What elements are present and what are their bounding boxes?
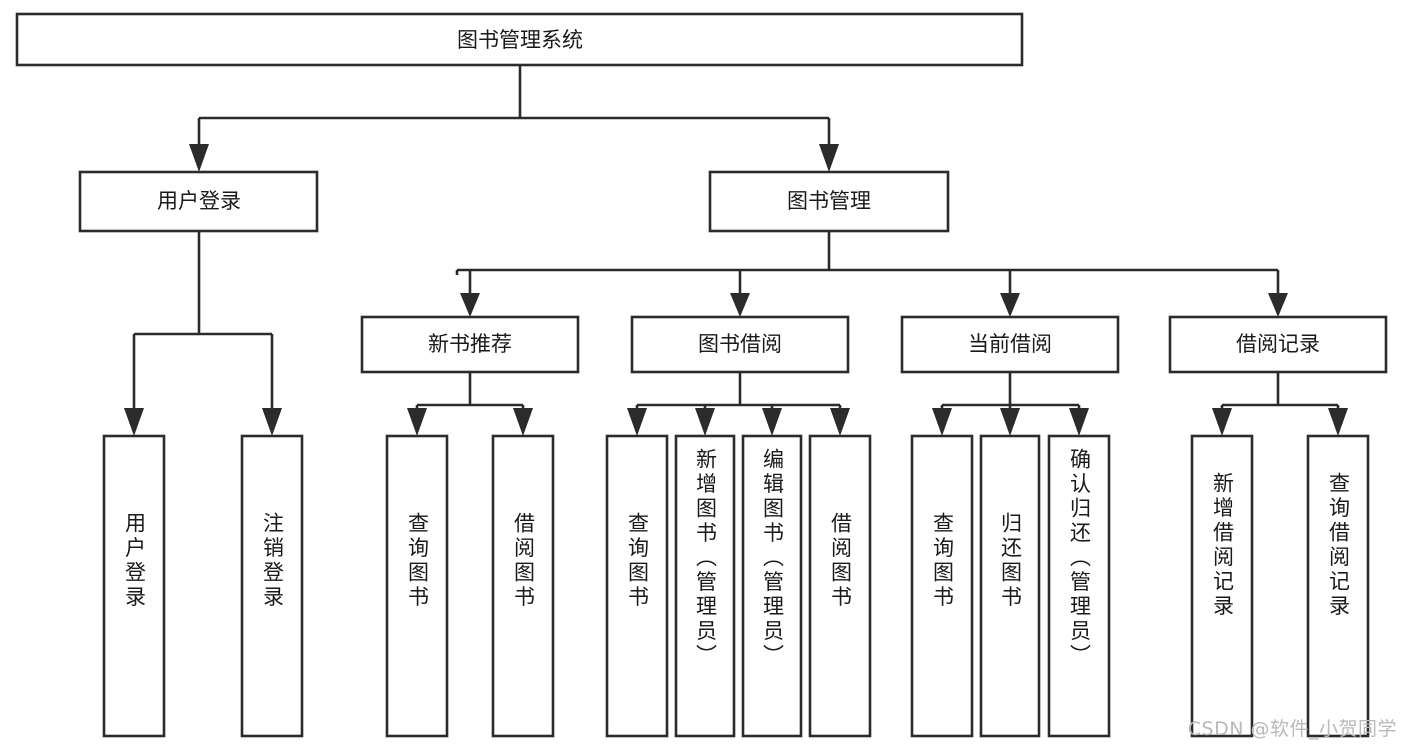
arrow-head-leaf-query-book-2 — [627, 408, 647, 436]
node-root-box[interactable] — [15, 12, 1024, 67]
node-leaf-add-book-box[interactable] — [674, 434, 736, 738]
watermark: CSDN @软件_小贺同学 — [1187, 718, 1397, 740]
node-book-borrow-box[interactable] — [630, 315, 850, 374]
node-borrow-record-box[interactable] — [1168, 315, 1388, 374]
node-leaf-query-book-3-box[interactable] — [910, 434, 974, 738]
node-book-borrow[interactable]: 图书借阅 — [630, 315, 850, 374]
node-user-login[interactable]: 用户登录 — [78, 170, 319, 233]
arrow-head-leaf-query-record — [1328, 408, 1348, 436]
node-leaf-query-record-box[interactable] — [1306, 434, 1370, 738]
connector-group-book-borrow — [627, 372, 850, 436]
arrow-head-leaf-add-record — [1212, 408, 1232, 436]
node-new-book-recommend[interactable]: 新书推荐 — [360, 315, 580, 374]
node-leaf-query-book-1-box[interactable] — [385, 434, 449, 738]
connector-group-new-book-recommend — [407, 372, 533, 436]
node-leaf-user-login-box[interactable] — [102, 434, 166, 738]
arrow-head-leaf-borrow-book-2 — [830, 408, 850, 436]
connector-group-current-borrow — [932, 372, 1089, 436]
node-leaf-query-book-2-box[interactable] — [605, 434, 669, 738]
node-user-login-label: 用户登录 — [157, 189, 241, 213]
node-borrow-record[interactable]: 借阅记录 — [1168, 315, 1388, 374]
node-root-label: 图书管理系统 — [457, 28, 583, 52]
arrow-head-current-borrow — [1000, 293, 1020, 317]
arrow-head-book-management — [819, 144, 839, 172]
node-leaf-borrow-book-2-box[interactable] — [808, 434, 872, 738]
node-leaf-edit-book-box[interactable] — [741, 434, 803, 738]
node-leaf-confirm-return-box[interactable] — [1047, 434, 1111, 738]
arrow-head-leaf-confirm-return — [1069, 408, 1089, 436]
connector-group-user-login — [124, 231, 282, 436]
arrow-head-book-borrow — [730, 293, 750, 317]
node-current-borrow-box[interactable] — [900, 315, 1120, 374]
arrow-head-leaf-add-book — [695, 408, 715, 436]
arrow-head-borrow-record — [1268, 293, 1288, 317]
node-book-management[interactable]: 图书管理 — [708, 170, 950, 233]
arrow-head-new-book-recommend — [460, 293, 480, 317]
node-book-borrow-label: 图书借阅 — [698, 332, 782, 356]
node-root[interactable]: 图书管理系统 — [15, 12, 1024, 67]
node-current-borrow-label: 当前借阅 — [968, 332, 1052, 356]
node-user-login-box[interactable] — [78, 170, 319, 233]
arrow-head-leaf-borrow-book-1 — [513, 408, 533, 436]
arrow-head-leaf-edit-book — [762, 408, 782, 436]
node-leaf-return-book-box[interactable] — [979, 434, 1041, 738]
arrow-head-leaf-query-book-3 — [932, 408, 952, 436]
node-leaf-logout-login-box[interactable] — [240, 434, 304, 738]
arrow-head-leaf-logout-login — [262, 408, 282, 436]
connector-group-root — [189, 65, 839, 172]
node-book-management-box[interactable] — [708, 170, 950, 233]
leaf-boxes — [102, 434, 1370, 738]
arrow-head-leaf-user-login — [124, 408, 144, 436]
node-borrow-record-label: 借阅记录 — [1236, 332, 1320, 356]
connector-group-borrow-record — [1212, 372, 1348, 436]
connector-group-book-management — [455, 231, 1288, 317]
node-leaf-add-record-box[interactable] — [1190, 434, 1254, 738]
arrow-head-user-login — [189, 144, 209, 172]
arrow-head-leaf-query-book-1 — [407, 408, 427, 436]
node-book-management-label: 图书管理 — [787, 189, 871, 213]
node-new-book-recommend-box[interactable] — [360, 315, 580, 374]
node-new-book-recommend-label: 新书推荐 — [428, 332, 512, 356]
node-leaf-borrow-book-1-box[interactable] — [491, 434, 555, 738]
arrow-head-leaf-return-book — [1000, 408, 1020, 436]
node-current-borrow[interactable]: 当前借阅 — [900, 315, 1120, 374]
